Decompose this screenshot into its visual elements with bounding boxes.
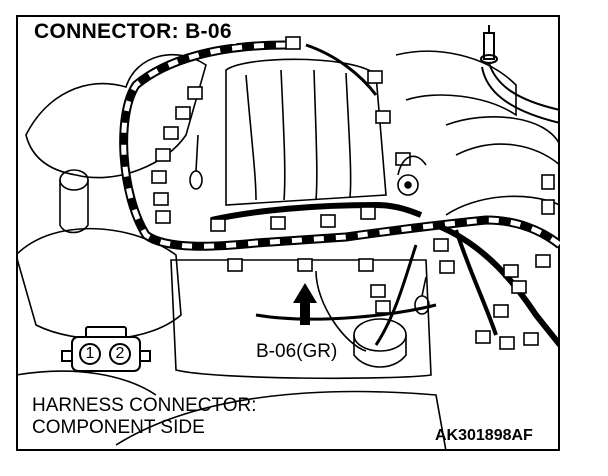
harness-label-line2: COMPONENT SIDE: [32, 417, 205, 438]
diagram-frame: 1 2 CONNECTOR: B-06 B-06(GR) HARNESS CON…: [16, 15, 560, 451]
bolt-pipe: [480, 25, 560, 124]
pin-1-label: 1: [85, 345, 95, 362]
pin-2-label: 2: [115, 345, 125, 362]
connector-callout: B-06(GR): [254, 341, 340, 363]
harness-label-line1: HARNESS CONNECTOR:: [32, 395, 257, 416]
wiring-harness: [119, 40, 560, 347]
sensor-parts: [189, 134, 430, 315]
engine-illustration: [16, 15, 560, 451]
connector-title: CONNECTOR: B-06: [30, 20, 236, 44]
figure-code: AK301898AF: [435, 427, 533, 444]
callout-leader: [315, 270, 367, 352]
pointer-arrow: [293, 283, 317, 325]
connector-blocks: [151, 36, 555, 350]
harness-connector-icon: [61, 326, 151, 372]
